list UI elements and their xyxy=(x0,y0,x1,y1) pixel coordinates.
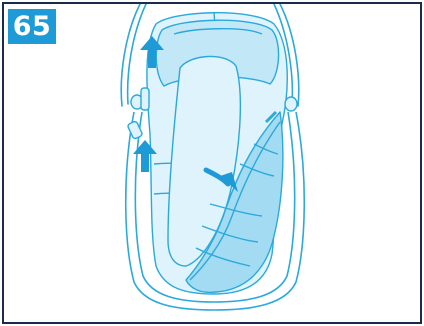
step-number-badge: 65 xyxy=(8,9,56,44)
carrycot-illustration xyxy=(4,4,420,322)
illustration-frame: 65 xyxy=(2,2,422,324)
right-clip xyxy=(285,97,297,111)
left-clip-upper xyxy=(131,88,149,110)
